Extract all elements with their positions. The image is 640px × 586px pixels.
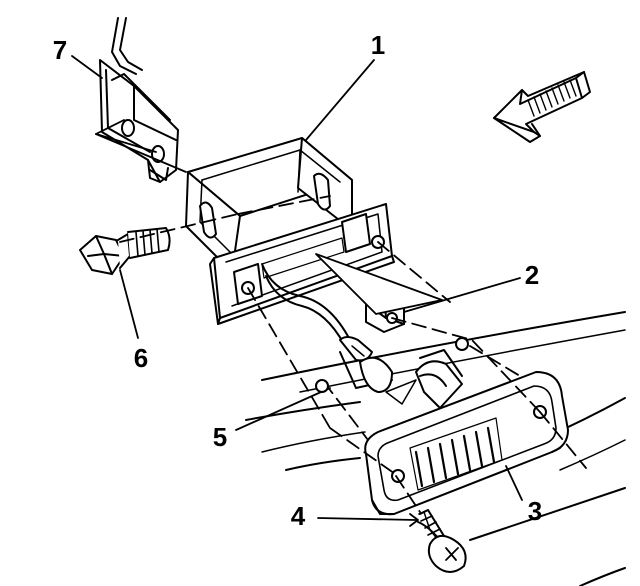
callout-leaders xyxy=(72,56,522,526)
callout-1: 1 xyxy=(370,30,386,60)
part-7-bracket xyxy=(100,18,178,182)
part-3-lamp-lens xyxy=(365,361,568,514)
callout-6: 6 xyxy=(133,343,149,373)
callout-4: 4 xyxy=(290,501,306,531)
part-1-lamp-housing xyxy=(186,138,394,324)
callout-3: 3 xyxy=(527,496,543,526)
part-6-bolt xyxy=(80,228,170,274)
callout-7: 7 xyxy=(52,35,68,65)
callout-2: 2 xyxy=(524,260,540,290)
panel-holes xyxy=(316,338,468,392)
arrow-pointing-left-icon xyxy=(494,72,590,142)
part-5-bulb-socket xyxy=(262,264,392,392)
callout-5: 5 xyxy=(212,422,228,452)
part-4-screw xyxy=(418,510,466,572)
alignment-lines xyxy=(120,196,586,512)
